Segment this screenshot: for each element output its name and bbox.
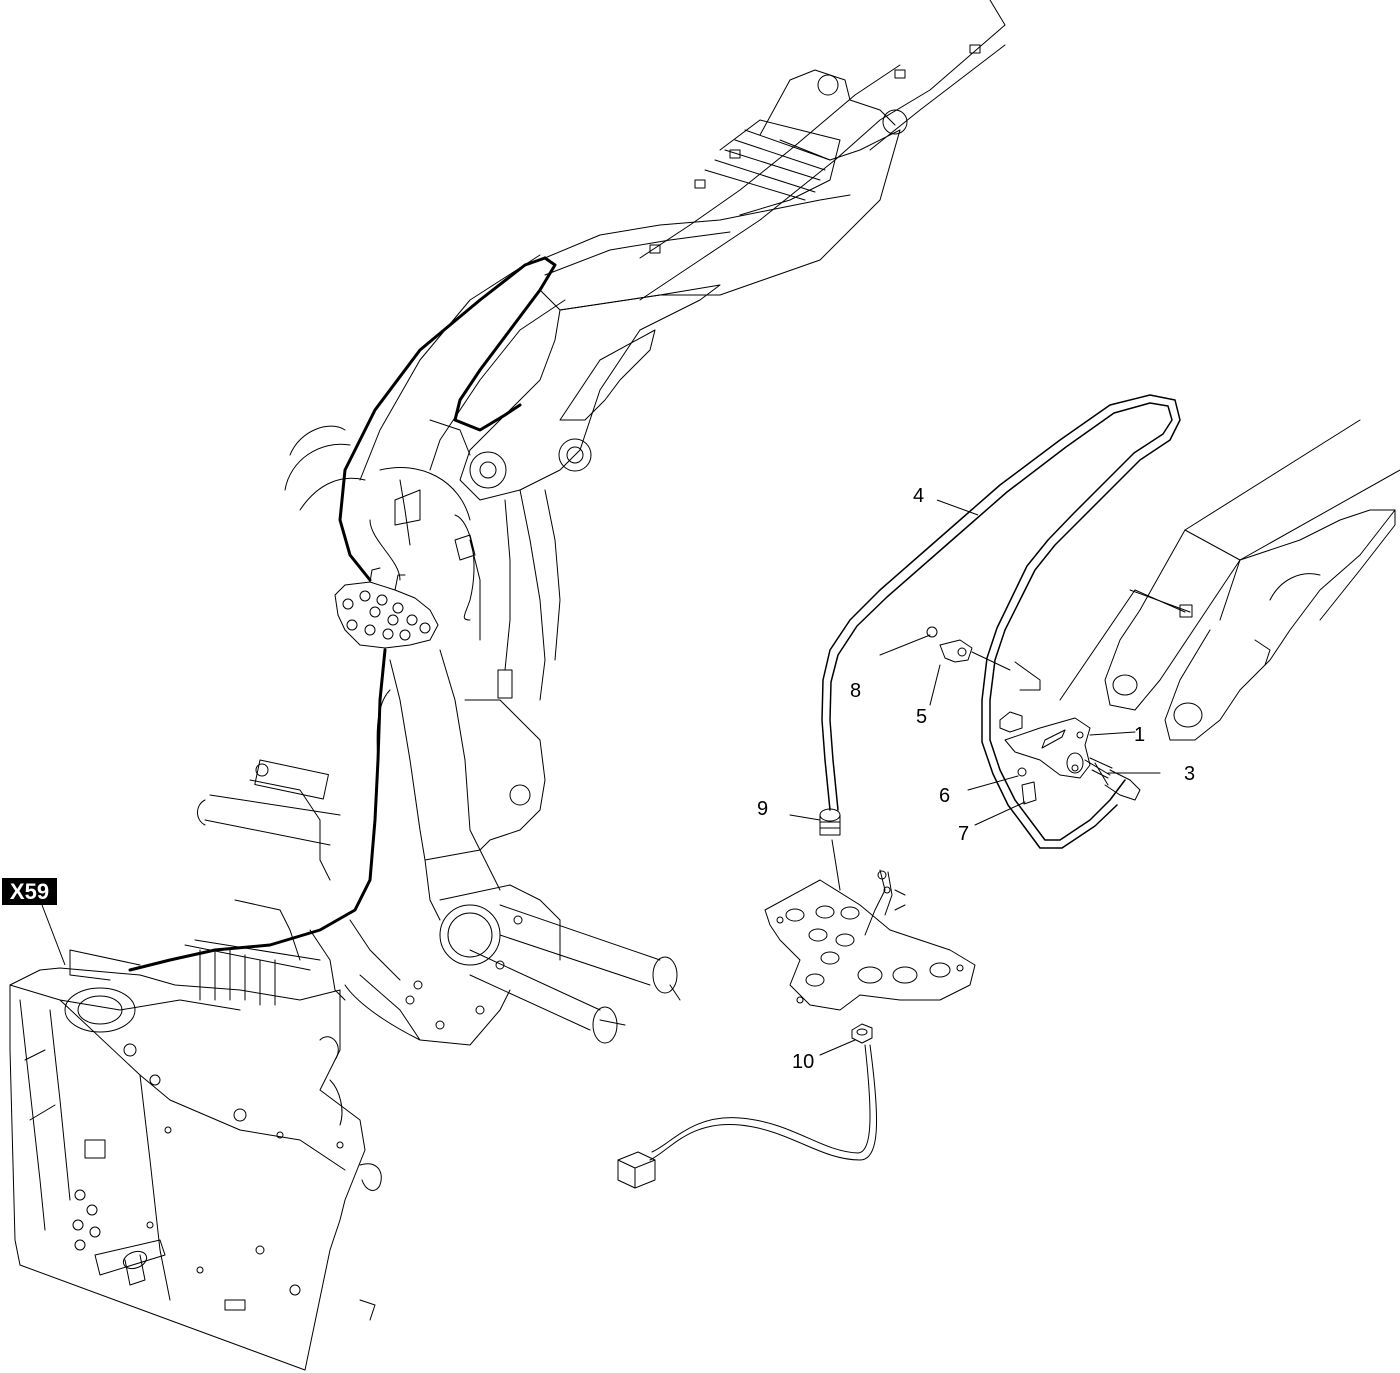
- part-10-nut: [819, 1023, 873, 1056]
- reference-tag-x59: X59: [2, 878, 57, 905]
- callout-9: 9: [757, 798, 768, 820]
- part-7-bolt: [974, 781, 1037, 826]
- boom-bracket: [359, 254, 721, 501]
- manifold-block: [334, 567, 439, 649]
- part-6-washer: [967, 767, 1027, 791]
- callout-7: 7: [958, 823, 969, 845]
- slew-base: [197, 759, 681, 1046]
- part-5-clip: [929, 639, 1011, 706]
- callout-3: 3: [1184, 763, 1195, 785]
- part-3-sensor: [1066, 752, 1161, 801]
- slew-column: [284, 425, 561, 921]
- leader-x59: [41, 904, 66, 966]
- callout-8: 8: [850, 680, 861, 702]
- arm-detail: [1104, 419, 1400, 741]
- sensor-cable: [617, 1044, 878, 1189]
- hose-harness: [128, 256, 557, 972]
- boom-arm: [539, 0, 1006, 311]
- callout-labels: 4 8 5 1 3 6 9 7 10: [757, 485, 1195, 1073]
- part-9-gland: [789, 808, 841, 891]
- callout-4: 4: [913, 485, 924, 507]
- main-frame: [9, 899, 382, 1371]
- leader-4: [936, 499, 979, 516]
- cable-part-4: [821, 394, 1181, 849]
- mounting-plate: [764, 869, 976, 1011]
- leader-box: [1014, 589, 1186, 701]
- part-1-bracket: [999, 711, 1136, 779]
- callout-10: 10: [792, 1051, 814, 1073]
- callout-5: 5: [916, 706, 927, 728]
- callout-1: 1: [1134, 724, 1145, 746]
- callout-6: 6: [939, 785, 950, 807]
- part-8-screw: [879, 626, 938, 656]
